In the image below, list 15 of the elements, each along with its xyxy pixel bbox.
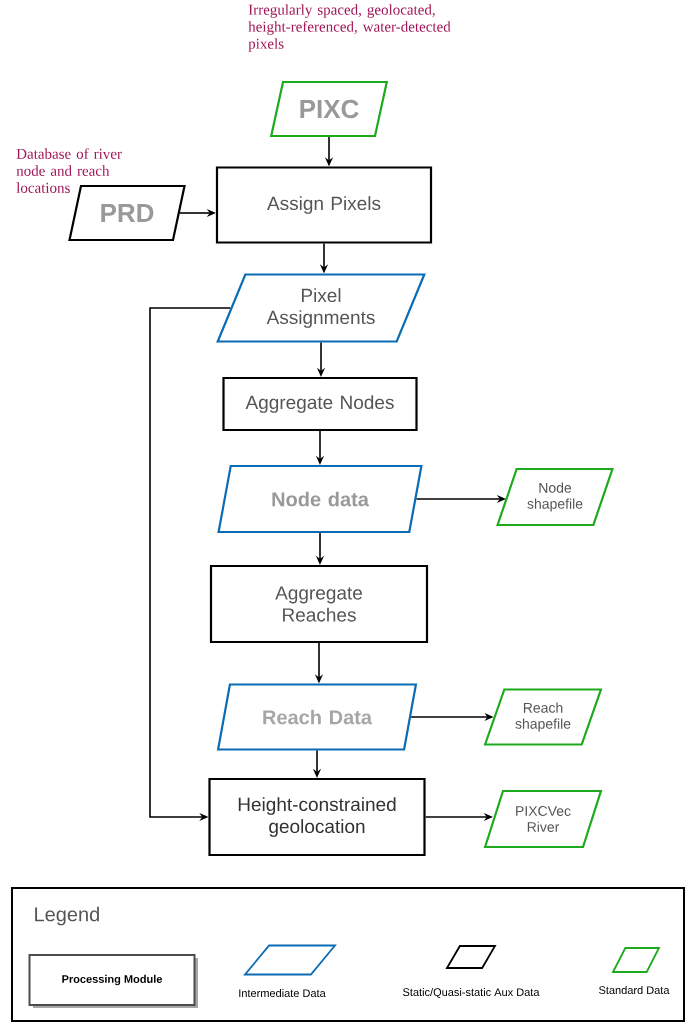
- process-box: Assign Pixels: [215, 166, 433, 244]
- data-parallelogram: PIXCVec River: [483, 789, 603, 849]
- legend-entry: Intermediate Data: [239, 944, 337, 998]
- annotation-text: Irregularly spaced, geolocated, height-referenced, water-detected pixels: [248, 4, 451, 52]
- legend-entry: Static/Quasi-static Aux Data: [403, 945, 540, 999]
- legend-title: Legend: [35, 906, 99, 926]
- process-box: Height-constrained geolocation: [208, 777, 426, 857]
- legend-entry: Standard Data: [599, 947, 670, 995]
- data-parallelogram: Node data: [217, 464, 423, 534]
- data-parallelogram: Reach shapefile: [483, 688, 603, 746]
- legend-box-sample: Processing Module: [28, 954, 198, 1008]
- data-parallelogram: Node shapefile: [496, 467, 614, 527]
- process-box: Aggregate Reaches: [209, 564, 429, 644]
- process-box: Aggregate Nodes: [222, 376, 418, 432]
- data-parallelogram: Pixel Assignments: [216, 273, 426, 343]
